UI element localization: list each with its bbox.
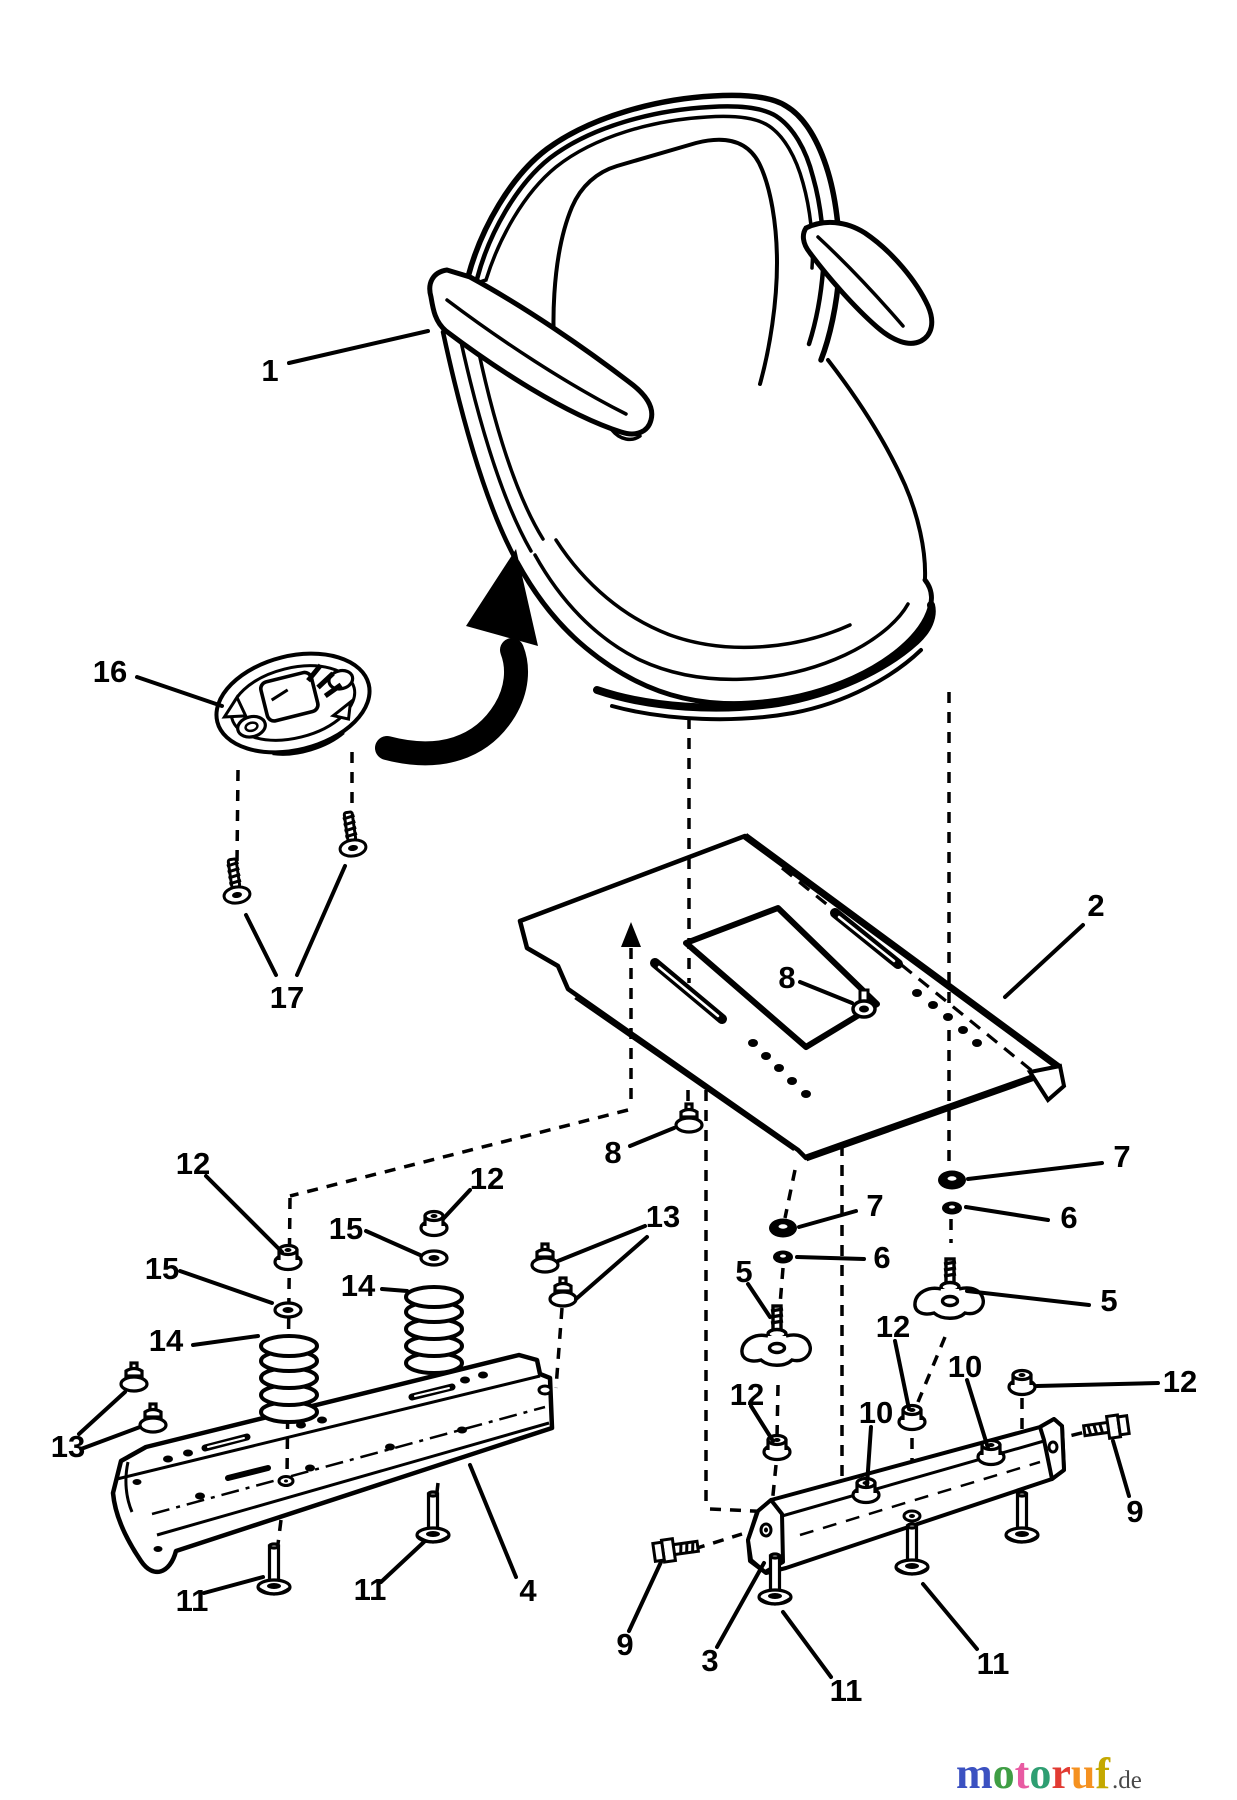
callout-14-left: 14: [149, 1323, 184, 1358]
grommet-7-right: [938, 1170, 966, 1190]
washer-15-mid: [419, 1249, 449, 1267]
spring-14-mid: [404, 1285, 464, 1375]
callout-12-knob-right: 12: [876, 1309, 910, 1344]
callout-10-right: 10: [948, 1349, 982, 1384]
callout-14-mid: 14: [341, 1268, 376, 1303]
callout-15-mid: 15: [329, 1211, 363, 1246]
bolt-9-right: [1081, 1412, 1131, 1444]
nut-12-knob-left: [762, 1433, 792, 1462]
callout-10-left: 10: [859, 1395, 893, 1430]
switch-screw-left: [217, 856, 253, 907]
up-arrow-icon: [621, 922, 641, 947]
bolt-9-left: [651, 1533, 701, 1565]
flange-nut-12-mid: [419, 1209, 449, 1238]
logo-letter: f: [1095, 1749, 1111, 1798]
callout-11-bracket-right: 11: [977, 1646, 1010, 1681]
callout-15-left: 15: [145, 1251, 179, 1286]
screw-13-left-a: [119, 1361, 149, 1393]
grommet-6-left: [773, 1250, 793, 1264]
callout-16: 16: [93, 654, 127, 689]
switch-screw-right: [333, 809, 369, 860]
screw-13-left-b: [138, 1402, 168, 1434]
bolt-8-below-pan: [674, 1102, 704, 1134]
bolt-11-bracket-right: [1004, 1490, 1040, 1544]
spring-14-left: [259, 1334, 319, 1424]
callout-13-left: 13: [51, 1429, 85, 1464]
callout-5-left: 5: [735, 1254, 752, 1289]
logo-letter: u: [1071, 1749, 1095, 1798]
knob-5-right: [913, 1257, 986, 1320]
seat-pan-illustration: [517, 833, 1067, 1162]
logo-letter: o: [1029, 1749, 1051, 1798]
installation-arrow-icon: [375, 549, 538, 766]
callout-12-knob-left: 12: [730, 1377, 764, 1412]
washer-15-left: [273, 1301, 303, 1319]
logo-letter: o: [993, 1749, 1015, 1798]
grommet-6-right: [942, 1201, 962, 1215]
rail-bracket-left: [110, 1352, 555, 1575]
seat-illustration: [427, 92, 936, 722]
bracket-washer: [902, 1509, 922, 1523]
motoruf-logo: motoruf: [956, 1749, 1111, 1798]
callout-5-right: 5: [1100, 1283, 1117, 1318]
nut-10-right: [976, 1438, 1006, 1467]
callout-13-right: 13: [646, 1199, 680, 1234]
logo-letter: t: [1015, 1749, 1030, 1798]
pan-bolt-top: [851, 988, 877, 1019]
callout-1: 1: [261, 353, 278, 388]
seat-switch-illustration: [214, 651, 372, 756]
callout-9-right: 9: [1126, 1494, 1143, 1529]
bolt-11-rail-left: [256, 1542, 292, 1596]
callout-6-right: 6: [1060, 1200, 1077, 1235]
callout-12-mid: 12: [470, 1161, 504, 1196]
logo-letter: m: [956, 1749, 993, 1798]
screw-13-right-a: [530, 1242, 560, 1274]
motoruf-logo-tld: .de: [1112, 1767, 1142, 1794]
callout-9-left: 9: [616, 1627, 633, 1662]
callout-8-below: 8: [604, 1135, 621, 1170]
grommet-7-left: [769, 1218, 797, 1238]
nut-12-knob-right: [897, 1403, 927, 1432]
switch-screw-dashes: [235, 752, 354, 863]
callout-7-left: 7: [866, 1188, 883, 1223]
callout-4: 4: [519, 1573, 537, 1608]
logo-letter: r: [1051, 1749, 1071, 1798]
callout-17: 17: [270, 980, 304, 1015]
screw-13-right-b: [548, 1276, 578, 1308]
callout-3: 3: [701, 1643, 718, 1678]
bolt-11-rail-right: [415, 1490, 451, 1544]
callout-8-pan: 8: [778, 960, 795, 995]
leader-lines: [77, 329, 1160, 1679]
callout-11-bracket-left: 11: [830, 1673, 863, 1708]
callout-12-far-right: 12: [1163, 1364, 1197, 1399]
logo-tld: .de: [1112, 1767, 1142, 1794]
callout-6-left: 6: [873, 1240, 890, 1275]
nut-12-far-right: [1007, 1368, 1037, 1397]
knob-5-left: [740, 1304, 813, 1367]
callout-2: 2: [1087, 888, 1104, 923]
callout-12-far-left: 12: [176, 1146, 210, 1181]
callout-7-right: 7: [1113, 1139, 1130, 1174]
callout-11-rail-left: 11: [176, 1583, 209, 1618]
callout-11-rail-right: 11: [354, 1572, 387, 1607]
